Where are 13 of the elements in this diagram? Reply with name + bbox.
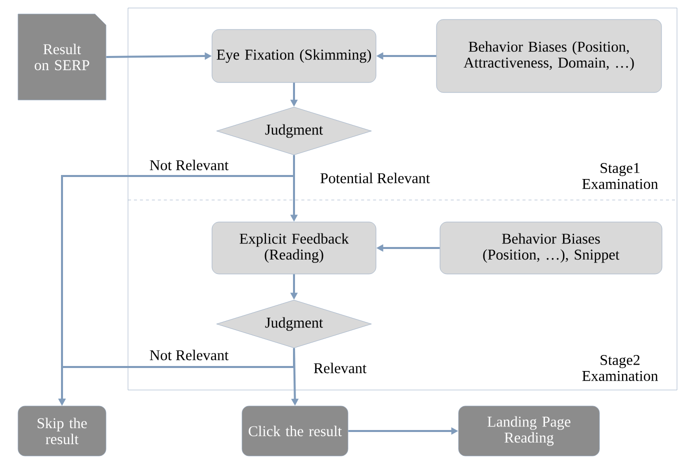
process-box: Eye Fixation (Skimming)	[212, 29, 376, 83]
outcome-box: Skip the result	[18, 406, 106, 456]
process-box: Behavior Biases (Position, Attractiveness, Domain, …)	[436, 19, 662, 93]
process-box: Behavior Biases (Position, …), Snippet	[440, 222, 662, 274]
outcome-box: Click the result	[242, 406, 348, 456]
edge-label: Relevant	[312, 362, 368, 374]
edge-label: Potential Relevant	[319, 172, 431, 184]
edge-label: Not Relevant	[148, 348, 230, 362]
process-box: Explicit Feedback (Reading)	[212, 222, 376, 274]
stage-label: Stage1 Examination	[582, 163, 658, 189]
edge-label: Not Relevant	[148, 158, 230, 172]
stage-label: Stage2 Examination	[582, 355, 658, 381]
outcome-box: Landing Page Reading	[458, 406, 600, 456]
